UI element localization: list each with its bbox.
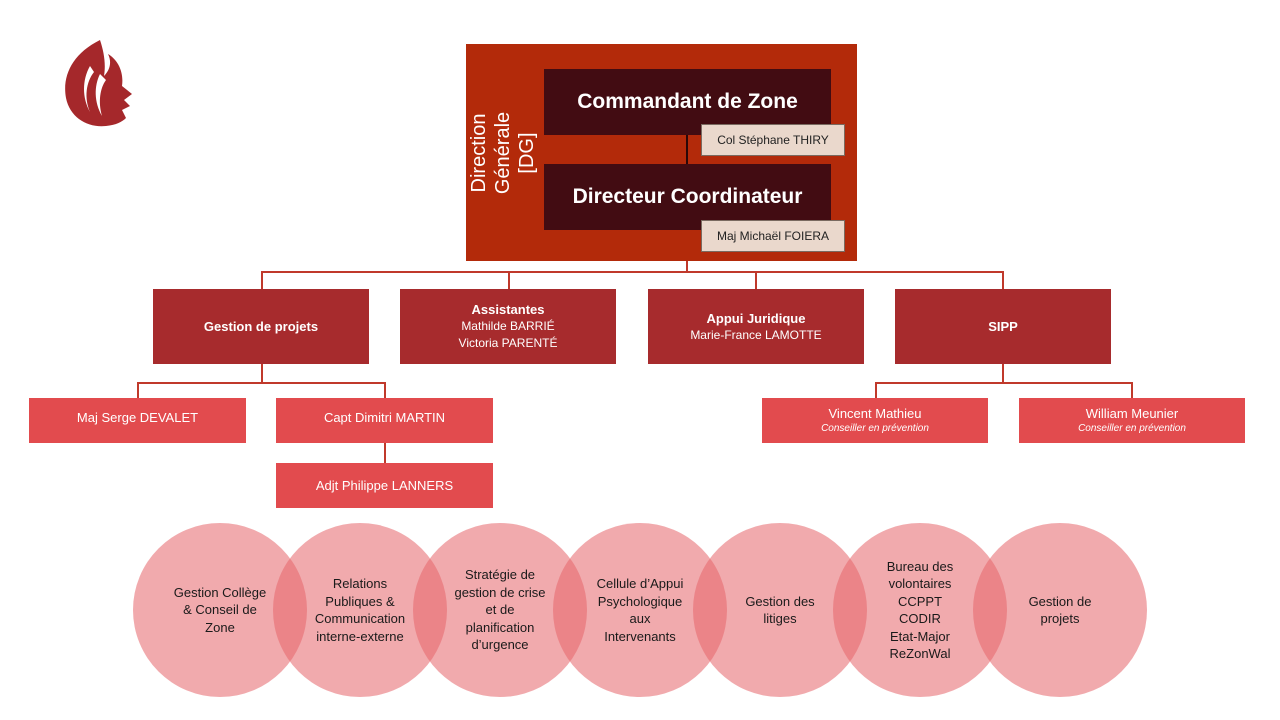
connector [261,271,1004,273]
staff-vincent-mathieu: Vincent Mathieu Conseiller en prévention [762,398,988,443]
department-member: Mathilde BARRIÉ [461,319,555,333]
circle-gestion-college: Gestion Collège & Conseil de Zone [133,523,307,697]
connector [755,271,757,289]
department-sipp: SIPP [895,289,1111,364]
department-title: Gestion de projets [203,319,319,334]
department-title: Assistantes [471,302,545,317]
connector [1002,271,1004,289]
directeur-title: Directeur Coordinateur [572,185,803,208]
connector [137,382,139,398]
staff-martin: Capt Dimitri MARTIN [276,398,493,443]
commandant-name: Col Stéphane THIRY [717,133,829,147]
connector [1002,364,1004,383]
connector [508,271,510,289]
circle-label: Stratégie de gestion de crise et de plan… [454,567,546,653]
commandant-title: Commandant de Zone [577,90,798,113]
department-member: Marie-France LAMOTTE [690,327,822,342]
flame-profile-logo-icon [65,40,132,127]
department-appui-juridique: Appui Juridique Marie-France LAMOTTE [648,289,864,364]
department-title: SIPP [988,319,1018,334]
connector [384,382,386,398]
direction-generale-label: Direction Générale [DG] [466,44,540,261]
staff-lanners: Adjt Philippe LANNERS [276,463,493,508]
department-assistantes: Assistantes Mathilde BARRIÉ Victoria PAR… [400,289,616,364]
staff-name: Capt Dimitri MARTIN [323,410,446,425]
department-title: Appui Juridique [706,310,806,326]
connector [875,382,1133,384]
circle-label: Cellule d’Appui Psychologique aux Interv… [596,576,684,644]
staff-role: Conseiller en prévention [821,423,929,434]
staff-name: Maj Serge DEVALET [76,410,199,425]
connector [384,443,386,463]
connector [261,271,263,289]
staff-william-meunier: William Meunier Conseiller en prévention [1019,398,1245,443]
directeur-name-tag: Maj Michaël FOIERA [701,220,845,252]
circle-label: Gestion des litiges [745,593,815,627]
direction-generale-text: Direction Générale [DG] [468,111,539,194]
directeur-coordinateur-box: Directeur Coordinateur [544,164,831,230]
connector [261,364,263,383]
department-member: Victoria PARENTÉ [458,336,558,350]
circle-label: Relations Publiques & Communication inte… [314,576,406,644]
circle-label: Gestion Collège & Conseil de Zone [173,584,267,635]
circle-label: Gestion de projets [1028,593,1092,627]
directeur-name: Maj Michaël FOIERA [716,229,830,243]
staff-name: Vincent Mathieu [828,406,922,421]
connector [686,261,688,272]
connector [875,382,877,398]
staff-devalet: Maj Serge DEVALET [29,398,246,443]
staff-name: William Meunier [1085,406,1179,421]
staff-role: Conseiller en prévention [1078,423,1186,434]
circle-gestion-projets: Gestion de projets [973,523,1147,697]
connector [1131,382,1133,398]
staff-name: Adjt Philippe LANNERS [315,478,454,493]
department-gestion-de-projets: Gestion de projets [153,289,369,364]
commandant-name-tag: Col Stéphane THIRY [701,124,845,156]
connector [137,382,385,384]
circle-label: Bureau des volontaires CCPPT CODIR Etat-… [886,558,954,662]
